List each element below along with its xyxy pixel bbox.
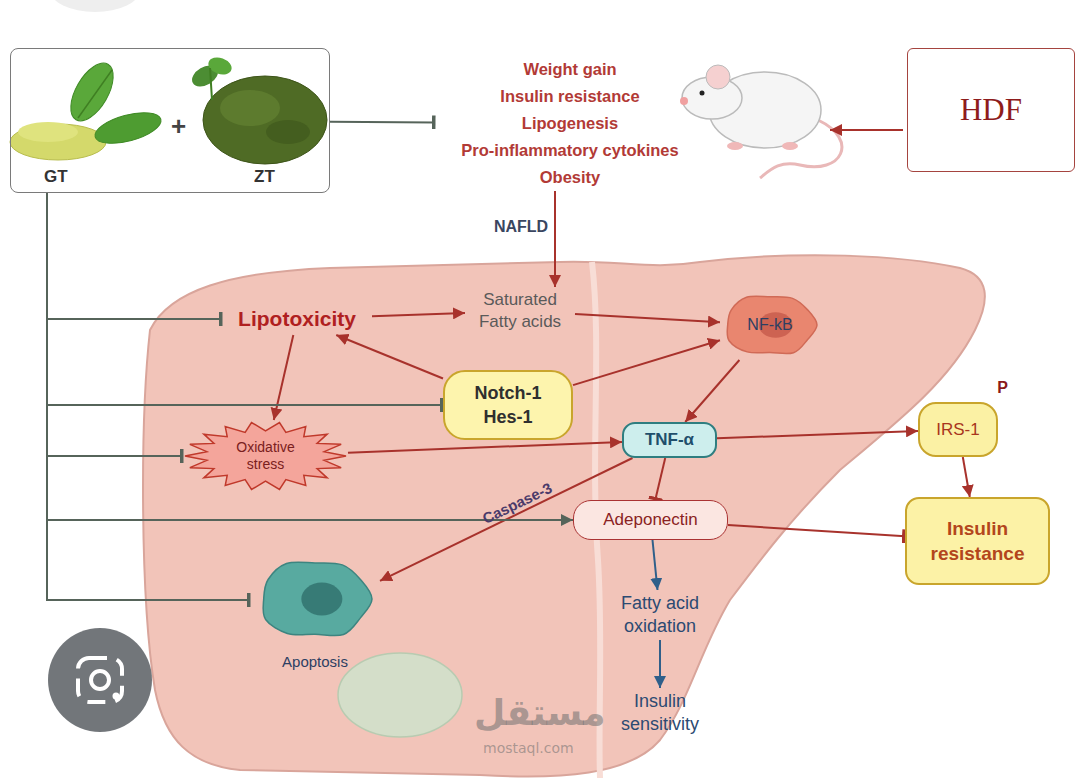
process-label: Lipotoxicity [222, 303, 372, 335]
zingiber-powder [203, 76, 327, 164]
protein-box: IRS-1P [918, 402, 998, 457]
node-text: Lipotoxicity [238, 307, 356, 331]
gene-box: Notch-1Hes-1 [443, 370, 573, 440]
cell-shape [727, 296, 817, 353]
node-text: + [171, 111, 186, 142]
herbal-input-box: GT + ZT [10, 48, 330, 193]
cell-node: NF-kB [720, 290, 820, 360]
arrow-connector [717, 431, 918, 438]
node-text: Notch-1 [475, 381, 542, 405]
node-text: Insulin resistance [500, 83, 639, 110]
process-label: Fatty acid oxidation [600, 590, 720, 640]
effects-list: Weight gainInsulin resistanceLipogenesis… [435, 56, 705, 191]
inhibition-connector [47, 193, 250, 600]
arrow-connector [653, 540, 658, 590]
node-text: NF-kB [747, 316, 792, 334]
inhibition-connector [47, 193, 222, 319]
arrow-connector [575, 314, 720, 322]
cell-outline [250, 555, 380, 670]
arrow-connector [685, 360, 739, 422]
node-text: Adeponectin [603, 510, 698, 530]
gallbladder-illustration [338, 653, 462, 737]
arrow-connector [372, 313, 465, 316]
node-text: IRS-1 [936, 420, 979, 440]
node-text: GT [44, 167, 68, 187]
inhibition-connector [47, 193, 183, 456]
corner-shape [50, 0, 140, 12]
node-text: Weight gain [523, 56, 616, 83]
leaf-vein [78, 70, 112, 118]
node-text: Obesity [540, 164, 601, 191]
node-text: Lipogenesis [522, 110, 618, 137]
rat-foot [782, 142, 798, 150]
arrow-connector [554, 191, 556, 287]
edge-label: NAFLD [494, 218, 548, 236]
tea-leaf [92, 107, 164, 150]
rat-nose [680, 97, 688, 105]
starburst-shape [185, 423, 346, 490]
node-text: Insulin resistance [920, 516, 1035, 566]
outcome-box: Insulin resistance [905, 497, 1050, 585]
zingiber-powder [266, 120, 310, 144]
node-text: TNF-α [645, 430, 694, 450]
plant-stem [210, 68, 212, 100]
node-text: Insulin sensitivity [600, 690, 720, 736]
watermark-text: mostaql.com [483, 740, 574, 756]
arrow-connector [336, 335, 443, 379]
liver-illustration [143, 255, 985, 776]
node-text: P [997, 379, 1008, 397]
node-text: Fatty acid oxidation [600, 592, 720, 638]
cell-outline [720, 290, 820, 360]
arrow-connector [573, 340, 720, 385]
node-text: Apoptosis [282, 653, 348, 670]
stress-burst: Oxidative stress [183, 420, 348, 492]
rat-ear [706, 65, 730, 89]
lens-icon-circle [91, 671, 109, 689]
tea-leaf [62, 56, 122, 127]
inhibition-connector [330, 121, 435, 124]
starburst-outline [183, 420, 348, 492]
inhibition-connector [47, 193, 443, 405]
cell-nucleus [759, 312, 793, 338]
inhibition-connector [655, 458, 665, 500]
arrow-connector [274, 335, 294, 420]
green-tea-powder [18, 122, 78, 142]
cell-node: Apoptosis [250, 555, 380, 670]
node-text: Hes-1 [483, 405, 532, 429]
feeding-arrow [830, 129, 903, 131]
arrow-connector [47, 193, 573, 520]
node-text: HDF [960, 92, 1022, 128]
arrow-connector [348, 442, 622, 453]
process-label: Saturated Fatty acids [465, 287, 575, 335]
lens-icon [48, 628, 152, 732]
node-text: Oxidative stress [226, 439, 306, 473]
arrow-connector [963, 457, 970, 497]
cell-nucleus [301, 583, 342, 616]
node-text: ZT [254, 167, 275, 187]
inhibition-connector [728, 525, 905, 536]
lens-icon-dot [113, 693, 120, 700]
watermark-text: مستقل [474, 692, 606, 733]
cytokine-box: TNF-α [622, 422, 717, 458]
outcome-label: Insulin sensitivity [600, 688, 720, 738]
rat-eye [700, 91, 705, 96]
adipokine-box: Adeponectin [573, 500, 728, 540]
arrow-connector [659, 640, 661, 688]
lens-icon-frame [78, 658, 122, 702]
liver-ligament [592, 262, 600, 778]
connector-group [47, 122, 970, 688]
node-text: Saturated Fatty acids [465, 289, 575, 333]
node-text: Pro-inflammatory cytokines [461, 137, 678, 164]
rat-foot [727, 142, 743, 150]
cell-shape [263, 562, 372, 636]
diet-box: HDF [907, 48, 1075, 172]
zingiber-powder [220, 90, 280, 126]
